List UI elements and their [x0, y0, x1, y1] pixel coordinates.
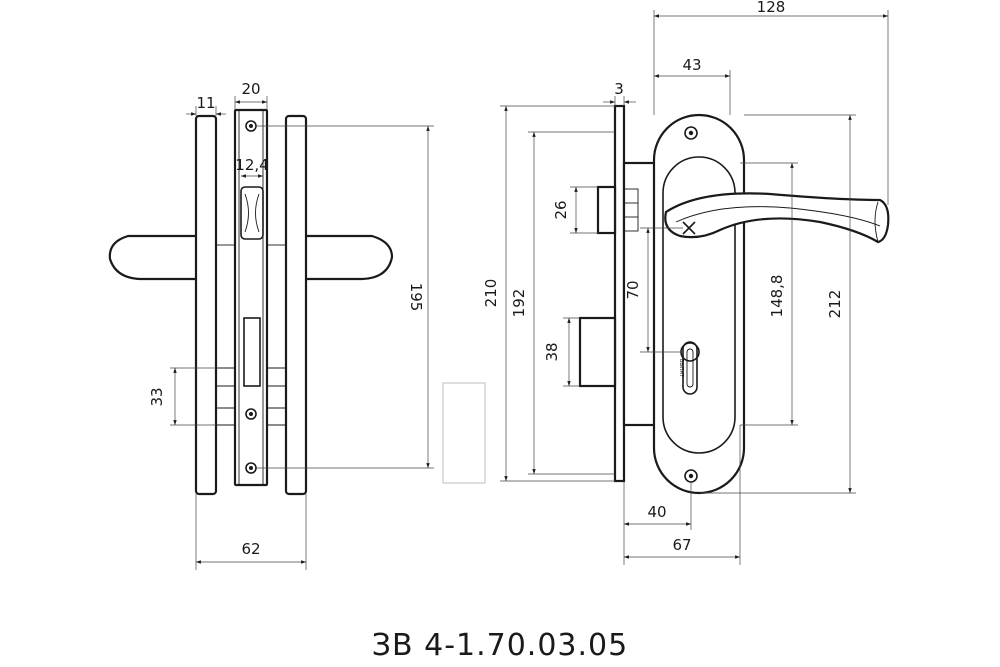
front-right-plate — [284, 114, 308, 496]
side-view: ВЫПАТ 128 43 3 210 192 — [482, 0, 890, 565]
side-face-plate — [613, 104, 626, 483]
front-right-handle — [306, 234, 394, 281]
side-cylinder: ВЫПАТ — [678, 341, 700, 395]
dim-width-11: 11 — [196, 94, 215, 112]
dim-height-212: 212 — [826, 290, 844, 319]
dim-width-12-4: 12,4 — [235, 156, 268, 174]
dim-height-210: 210 — [482, 279, 500, 308]
dim-width-128: 128 — [757, 0, 786, 16]
dim-height-148-8: 148,8 — [768, 275, 786, 318]
dim-height-192: 192 — [510, 289, 528, 318]
front-screw-top — [245, 120, 257, 132]
dim-width-43: 43 — [682, 56, 701, 74]
front-view: 11 20 12,4 195 33 62 — [108, 80, 434, 570]
front-face-plate — [233, 108, 269, 487]
side-escutcheon-inner — [662, 156, 736, 454]
front-deadbolt — [243, 317, 261, 387]
dim-height-33: 33 — [148, 387, 166, 406]
side-screw-top — [684, 126, 698, 140]
model-code: ЗВ 4-1.70.03.05 — [372, 628, 628, 663]
side-latch — [596, 185, 617, 235]
dim-width-67: 67 — [672, 536, 691, 554]
cylinder-brand-label: ВЫПАТ — [678, 359, 684, 378]
dim-height-38: 38 — [543, 342, 561, 361]
side-escutcheon — [652, 113, 746, 495]
strike-plate-outline — [442, 382, 486, 484]
front-screw-bottom — [245, 462, 257, 474]
dim-height-70: 70 — [624, 280, 642, 299]
dim-width-20: 20 — [241, 80, 260, 98]
side-handle-lever — [664, 192, 890, 244]
dim-height-26: 26 — [552, 200, 570, 219]
dim-height-195: 195 — [407, 283, 425, 312]
dim-width-3: 3 — [614, 80, 624, 98]
front-left-handle — [108, 234, 196, 281]
front-latch — [240, 186, 264, 240]
front-left-plate — [194, 114, 218, 496]
side-deadbolt — [578, 316, 617, 388]
dim-width-40: 40 — [647, 503, 666, 521]
front-screw-mid — [245, 408, 257, 420]
dim-width-62: 62 — [241, 540, 260, 558]
